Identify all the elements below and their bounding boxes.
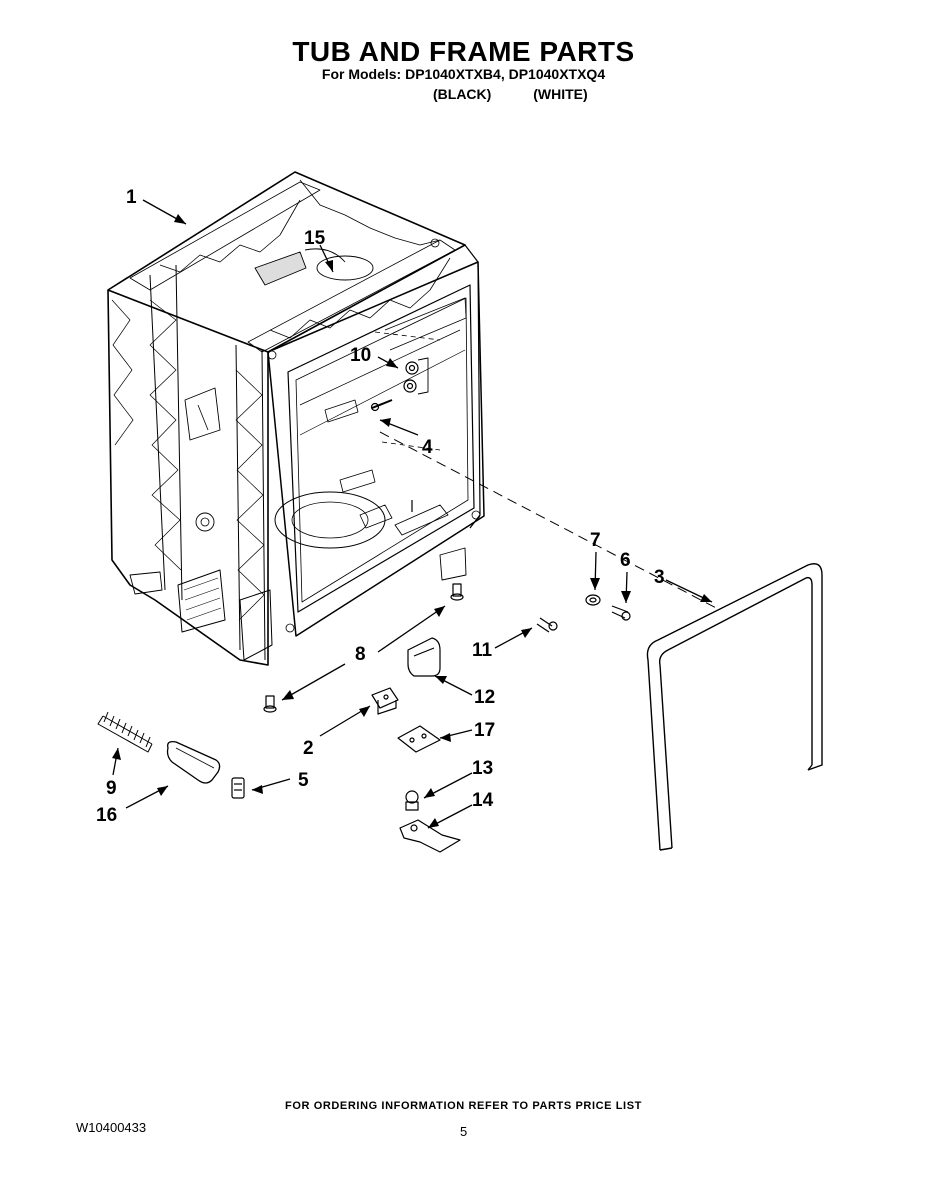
callout-9: 9 [106,778,117,799]
arrow-heads [112,214,712,828]
part-6-screw [611,605,631,621]
callout-3: 3 [654,567,665,588]
alignment-dash-line [379,431,721,611]
part-8-leg-lower [263,695,277,713]
color-black-label: (BLACK) [433,86,492,102]
callout-4: 4 [422,437,433,458]
callout-7: 7 [590,530,601,551]
callout-16: 16 [96,805,117,826]
part-11-screw [536,617,558,633]
callout-14: 14 [472,790,494,811]
part-14-bracket [399,819,461,853]
callout-5: 5 [298,770,309,791]
document-number: W10400433 [76,1120,147,1135]
part-7-washer [585,594,601,606]
callout-8: 8 [355,644,366,665]
part-12-bracket [407,637,441,677]
callout-12: 12 [474,687,495,708]
part-2-clip [371,687,399,715]
part-8-leg-upper [450,583,464,601]
model-colors: (BLACK) (WHITE) [433,86,588,102]
leader-lines [112,199,713,829]
callout-6: 6 [620,550,631,571]
models-line: For Models: DP1040XTXB4, DP1040XTXQ4 [321,66,606,82]
callout-10: 10 [350,345,371,366]
part-13-nut [405,790,419,811]
callout-15: 15 [304,228,326,249]
tub-assembly [107,171,485,666]
part-9-spring [97,711,153,753]
callout-labels: 1 15 10 4 7 6 3 8 11 12 2 17 9 16 5 13 1… [96,187,665,826]
part-16-handle [166,740,221,784]
door-gasket [646,563,823,851]
page-title: TUB AND FRAME PARTS [292,36,635,67]
callout-1: 1 [126,187,137,208]
callout-17: 17 [474,720,495,741]
part-5-cap [231,777,245,799]
page-number: 5 [460,1124,468,1139]
part-17-pad [397,725,441,753]
callout-2: 2 [303,738,314,759]
ordering-note: FOR ORDERING INFORMATION REFER TO PARTS … [285,1100,642,1112]
callout-13: 13 [472,758,493,779]
callout-11: 11 [472,640,493,661]
color-white-label: (WHITE) [533,86,588,102]
